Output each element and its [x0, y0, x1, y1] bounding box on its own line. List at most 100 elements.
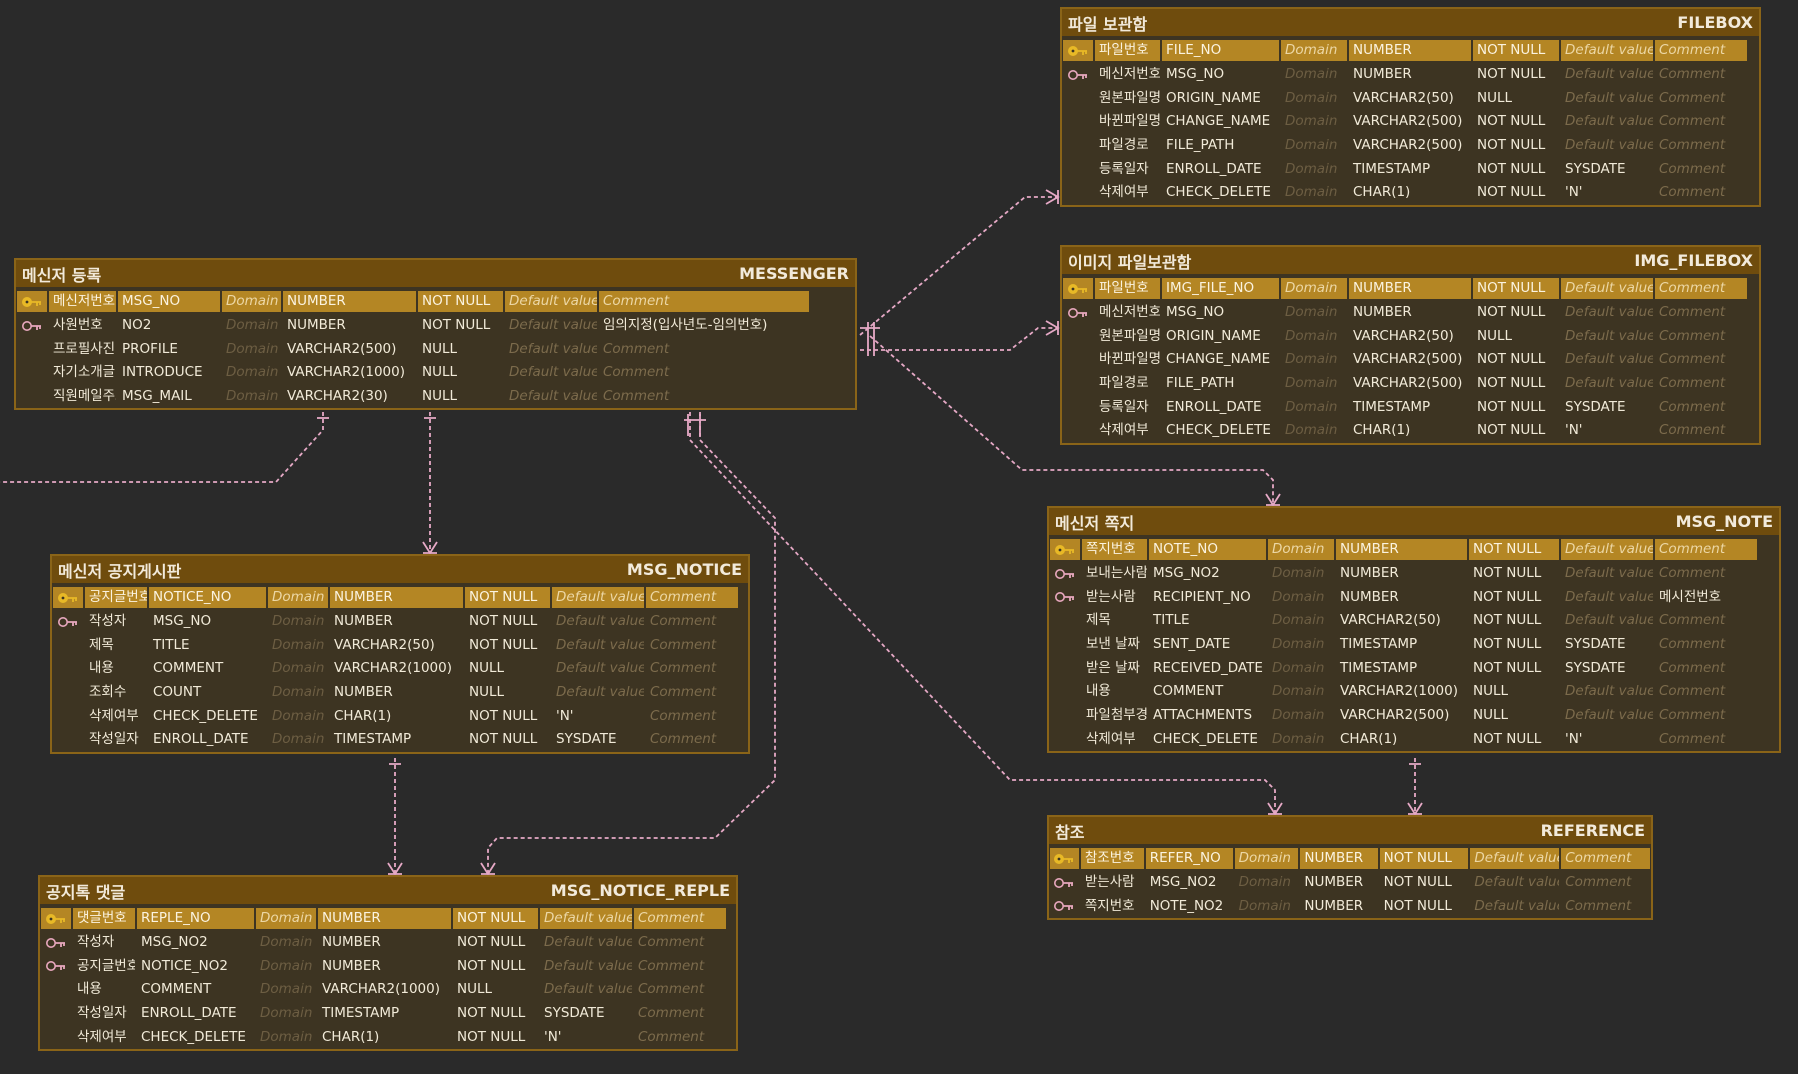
column-physical-name: PROFILE: [122, 340, 178, 357]
column-domain: Domain: [1272, 659, 1325, 676]
column-physical-name: ENROLL_DATE: [141, 1005, 237, 1022]
column-comment: Comment: [1659, 160, 1726, 177]
relationship-messenger-img-filebox[interactable]: [860, 327, 1058, 351]
column-row[interactable]: 프로필사진경로PROFILEDomainVARCHAR2(500)NULLDef…: [16, 337, 855, 361]
column-logical-name: 메신저번호: [1099, 304, 1160, 321]
column-physical-name: COMMENT: [1153, 683, 1224, 700]
entity-logical-name: 메신저 쪽지: [1055, 513, 1135, 533]
column-type: NUMBER: [1304, 874, 1364, 891]
column-domain: Domain: [1285, 375, 1338, 392]
key-slot: [1063, 326, 1093, 347]
column-physical-name: CHECK_DELETE: [1166, 184, 1271, 201]
column-nullable: NOT NULL: [1473, 636, 1542, 653]
column-domain: Domain: [272, 707, 325, 724]
column-physical-name: MSG_NO: [1166, 304, 1225, 321]
column-row[interactable]: 파일첨부경로ATTACHMENTSDomainVARCHAR2(500)NULL…: [1049, 704, 1779, 728]
column-physical-name: ENROLL_DATE: [153, 731, 249, 748]
entity-logical-name: 메신저 공지게시판: [58, 561, 182, 581]
column-nullable: NOT NULL: [1473, 730, 1542, 747]
column-logical-name: 작성일자: [89, 731, 139, 748]
column-logical-name: 조회수: [89, 684, 127, 701]
foreign-key-icon: [41, 956, 71, 977]
column-row[interactable]: 직원메일주소MSG_MAILDomainVARCHAR2(30)NULLDefa…: [16, 385, 855, 409]
column-default: Default value: [544, 957, 632, 974]
column-physical-name: MSG_NO2: [141, 934, 208, 951]
key-slot: [1050, 729, 1080, 750]
column-logical-name: 공지글번호: [85, 587, 147, 609]
column-physical-name: SENT_DATE: [1153, 636, 1231, 653]
key-slot: [1050, 705, 1080, 726]
column-type: CHAR(1): [1340, 730, 1398, 747]
column-nullable: NOT NULL: [457, 1028, 526, 1045]
column-type: TIMESTAMP: [334, 731, 412, 748]
column-comment: Comment: [1659, 398, 1726, 415]
relationship-messenger-filebox[interactable]: [859, 196, 1058, 336]
key-slot: [41, 1003, 71, 1024]
column-physical-name: CHECK_DELETE: [1153, 730, 1258, 747]
column-nullable: NOT NULL: [1477, 113, 1546, 130]
column-logical-name: 메신저번호: [49, 291, 116, 313]
relationship-messenger-offscreen[interactable]: [0, 412, 324, 483]
column-physical-name: REPLE_NO: [137, 908, 254, 930]
column-comment: Comment: [603, 364, 670, 381]
crowfoot-msg-notice: [422, 417, 438, 555]
column-default: SYSDATE: [1565, 636, 1626, 653]
